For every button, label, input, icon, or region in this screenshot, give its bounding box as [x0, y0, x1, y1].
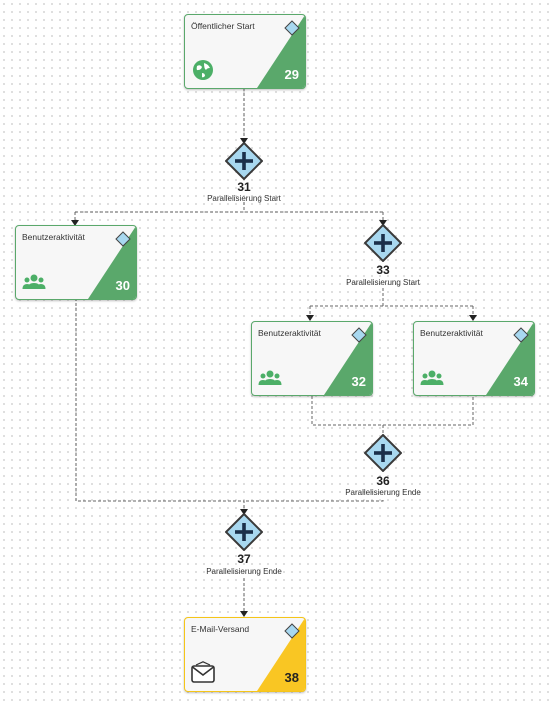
edge-arrow [469, 315, 477, 321]
edge-arrow [306, 315, 314, 321]
gateway-label: Parallelisierung Ende [345, 488, 421, 497]
edge-33-split [309, 288, 474, 315]
gateway-number: 36 [376, 474, 390, 488]
task-label: Öffentlicher Start [191, 21, 255, 31]
users-icon [420, 370, 444, 385]
parallel-gateway-33[interactable] [364, 224, 402, 262]
task-node-29[interactable]: Öffentlicher Start 29 [184, 14, 306, 89]
users-icon [258, 370, 282, 385]
envelope-icon [191, 661, 215, 683]
diamond-icon [284, 623, 300, 639]
edge-arrow [240, 611, 248, 617]
edge-arrow [240, 138, 248, 144]
edge-arrow [71, 220, 79, 226]
gateway-label: Parallelisierung Start [346, 278, 420, 287]
task-number: 34 [513, 374, 528, 389]
gateway-number: 31 [237, 180, 251, 194]
diamond-icon [351, 327, 367, 343]
task-number: 38 [284, 670, 299, 685]
gateway-label: Parallelisierung Start [207, 194, 281, 203]
task-label: E-Mail-Versand [191, 624, 250, 634]
globe-icon [193, 60, 213, 80]
gateway-number: 33 [376, 263, 390, 277]
diamond-icon [284, 20, 300, 36]
parallel-gateway-36[interactable] [364, 434, 402, 472]
task-label: Benutzeraktivität [22, 232, 85, 242]
users-icon [22, 274, 46, 289]
diamond-icon [513, 327, 529, 343]
plus-icon [374, 444, 392, 462]
task-node-30[interactable]: Benutzeraktivität 30 [15, 225, 137, 300]
plus-icon [235, 152, 253, 170]
edge-to-36 [311, 396, 474, 434]
task-number: 32 [351, 374, 366, 389]
gateway-number: 37 [237, 552, 251, 566]
task-label: Benutzeraktivität [258, 328, 321, 338]
gateway-label: Parallelisierung Ende [206, 567, 282, 576]
task-node-34[interactable]: Benutzeraktivität 34 [413, 321, 535, 396]
diamond-icon [115, 231, 131, 247]
edge-to-37 [75, 298, 384, 509]
task-label: Benutzeraktivität [420, 328, 483, 338]
parallel-gateway-31[interactable] [225, 142, 263, 180]
task-node-32[interactable]: Benutzeraktivität 32 [251, 321, 373, 396]
task-number: 29 [284, 67, 299, 82]
parallel-gateway-37[interactable] [225, 513, 263, 551]
task-number: 30 [115, 278, 130, 293]
edge-31-split [74, 202, 384, 220]
plus-icon [374, 234, 392, 252]
edge-arrow [240, 509, 248, 515]
plus-icon [235, 523, 253, 541]
task-node-38[interactable]: E-Mail-Versand 38 [184, 617, 306, 692]
edge-arrow [379, 220, 387, 226]
